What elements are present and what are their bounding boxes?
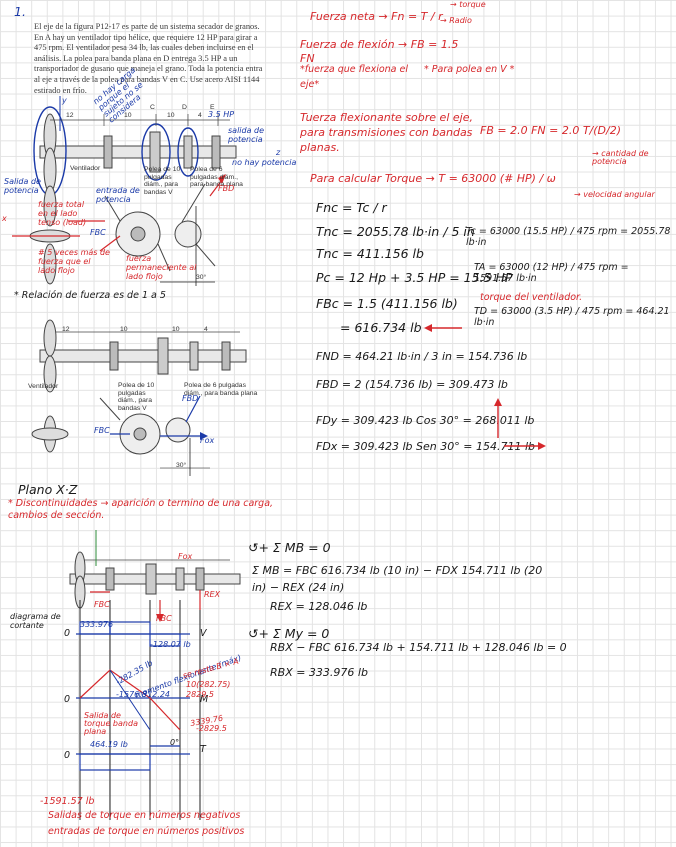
fig2-polea-c: Polea de 10 pulgadas diám., para bandas … [118, 382, 155, 412]
para-polea: * Para polea en V * [424, 64, 515, 75]
calc-ta: TA = 63000 (12 HP) / 475 rpm = 1591.57 l… [474, 262, 629, 284]
calc-tnc-result: Tnc = 411.156 lb [316, 246, 424, 261]
rex-result: REX = 128.046 lb [270, 600, 368, 613]
discontinuidades: * Discontinuidades → aparición o termino… [8, 498, 274, 521]
note-no-hay-potencia: no hay potencia [232, 158, 297, 167]
velocidad-angular: → velocidad angular [574, 190, 655, 199]
moment-zero: 0 [64, 694, 71, 705]
note-veces-mas: # 5 veces más de fuerza que el lado floj… [38, 248, 110, 275]
shaft-figure-annotated [12, 96, 237, 286]
fig1-ventilador: Ventilador [70, 165, 101, 172]
note-fbd: FBD [218, 184, 235, 193]
note-salida-potencia-left: Salida de potencia [4, 177, 41, 195]
torque-val: 464.19 lb [90, 740, 128, 749]
torque-label: → torque [450, 0, 486, 9]
torque-neg: -1591.57 lb [40, 796, 95, 807]
calc-fbd: FBD = 2 (154.736 lb) = 309.473 lb [316, 378, 508, 391]
problem-number: 1. [14, 4, 26, 19]
torque-q: 0° [170, 738, 180, 747]
diagrama-cortante: diagrama de cortante [10, 612, 61, 630]
calc-fnd: FND = 464.21 lb·in / 3 in = 154.736 lb [316, 350, 528, 363]
radio-label: → Radio [440, 16, 472, 25]
mb-equation: Σ MB = FBC 616.734 lb (10 in) − FDX 154.… [252, 564, 543, 594]
fig1-point-d: D [182, 104, 187, 111]
moment-val-5: 10(282.75) 2829.5 [186, 680, 231, 699]
fb-planas: FB = 2.0 FN = 2.0 T/(D/2) [480, 124, 622, 137]
fig2-dim-4: 4 [204, 326, 208, 333]
calc-pc: Pc = 12 Hp + 3.5 HP = 15.5 HP [316, 270, 513, 285]
fig1-dim-2: 10 [124, 112, 132, 119]
note-salida-potencia-top: salida de potencia [228, 126, 265, 144]
fig1-dim-3: 10 [167, 112, 175, 119]
calc-td: TD = 63000 (3.5 HP) / 475 rpm = 464.21 l… [474, 306, 670, 328]
rbx-equation: RBX − FBC 616.734 lb + 154.711 lb + 128.… [270, 641, 567, 654]
axis-y: y [62, 96, 67, 105]
fuerza-flexion: Fuerza de flexión → FB = 1.5 FN [300, 38, 459, 65]
fig3-fbc-arrow: FBC [156, 614, 172, 623]
note-entrada-potencia: entrada de potencia [96, 186, 140, 204]
moment-val-8: 512.24 [142, 690, 170, 699]
fig2-fbd: FBD [182, 394, 199, 403]
note-fuerza-permanente: fuerza permaneciente al lado flojo [126, 254, 197, 281]
para-calcular: Para calcular Torque → T = 63000 (# HP) … [310, 172, 556, 185]
fig1-dim-4: 4 [198, 112, 202, 119]
problem-text: El eje de la figura P12-17 es parte de u… [34, 22, 263, 95]
calc-fbc-result: = 616.734 lb [340, 320, 422, 335]
axis-z: z [276, 148, 281, 157]
calc-tc: Tc = 63000 (15.5 HP) / 475 rpm = 2055.78… [466, 226, 671, 248]
shear-val-2: -128.07 lb [150, 640, 191, 649]
calc-fnc: Fnc = Tc / r [316, 200, 387, 215]
my-title: ↺+ Σ My = 0 [248, 626, 330, 641]
moment-val-4: -2829.5 [196, 724, 227, 733]
shear-val-1: 333.976 [80, 620, 114, 629]
shear-v: V [200, 628, 207, 639]
rbx-result: RBX = 333.976 lb [270, 666, 368, 679]
moment-m: M [200, 694, 209, 705]
calc-tnc: Tnc = 2055.78 lb·in / 5 in [316, 224, 475, 239]
shear-moment-diagram [69, 530, 241, 820]
mb-title: ↺+ Σ MB = 0 [248, 540, 331, 555]
shaft-figure-2 [31, 319, 247, 476]
note-hp35: 3.5 HP [208, 110, 235, 119]
fig1-point-e: E [210, 104, 215, 111]
fig2-dim-2: 10 [120, 326, 128, 333]
fig3-fbc: FBC [94, 600, 110, 609]
force-arrows-icon [494, 398, 546, 450]
fig2-dim-1: 12 [62, 326, 70, 333]
fig2-angle: 30° [176, 462, 187, 469]
fig2-dim-3: 10 [172, 326, 180, 333]
tuerza-flex: Tuerza flexionante sobre el eje, para tr… [300, 111, 473, 154]
fig3-rex: REX [204, 590, 221, 599]
fig1-point-c: C [150, 104, 155, 111]
cantidad-potencia: → cantidad de potencia [592, 149, 649, 166]
axis-x: x [2, 214, 7, 223]
note-fuerza-tole: fuerza total en el lado tenso (load) [38, 200, 87, 227]
fuerza-que: *fuerza que flexiona el eje* [300, 64, 409, 90]
fig2-fbc: FBC [94, 426, 110, 435]
fig3-fox: Fox [178, 552, 193, 561]
fig1-polea-c: Polea de 10 pulgadas diám., para bandas … [144, 166, 181, 196]
fuerza-neta: Fuerza neta → Fn = T / r [310, 10, 443, 23]
fig1-polea-d: Polea de 6 pulgadas diám., para banda pl… [190, 166, 243, 189]
salidas-note: Salidas de torque en números negativos [48, 810, 241, 821]
fig2-fox: Fox [200, 436, 215, 445]
fig2-polea-d: Polea de 6 pulgadas diám., para banda pl… [184, 382, 258, 397]
fig1-dim-1: 12 [66, 112, 74, 119]
torque-t: T [200, 744, 206, 755]
moment-val-2: -1576.8 [116, 690, 147, 699]
fig1-angle: 30° [196, 274, 207, 281]
torque-note: Salida de torque banda plana [84, 711, 138, 736]
shear-zero: 0 [64, 628, 71, 639]
relacion-note: * Relación de fuerza es de 1 a 5 [14, 290, 166, 301]
calc-fbc-formula: FBc = 1.5 (411.156 lb) [316, 296, 458, 311]
plano-title: Plano X·Z [18, 482, 78, 497]
note-fbc: FBC [90, 228, 106, 237]
calc-fdx: FDx = 309.423 lb Sen 30° = 154.711 lb [316, 440, 535, 453]
torque-zero: 0 [64, 750, 71, 761]
calc-fdy: FDy = 309.423 lb Cos 30° = 268.011 lb [316, 414, 535, 427]
entradas-note: entradas de torque en números positivos [48, 826, 245, 837]
arrow-left-icon [424, 324, 462, 332]
torque-ventilador: torque del ventilador. [480, 292, 583, 303]
fig2-ventilador: Ventilador [28, 383, 59, 390]
